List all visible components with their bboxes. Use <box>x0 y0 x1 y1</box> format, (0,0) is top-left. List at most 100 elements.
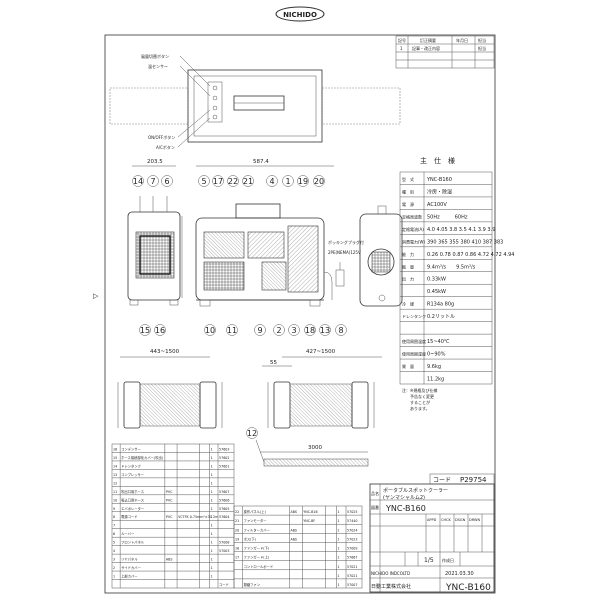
table-cell: 操作パネル(上) <box>244 509 266 514</box>
table-cell: フロントパネル <box>121 540 145 545</box>
table-cell: エバポレーター <box>121 506 144 511</box>
table-cell: 1 <box>337 565 339 569</box>
spec-key: 定格周波数 <box>402 213 422 219</box>
table-cell: YNC-BF <box>303 519 315 523</box>
balloon-16: 16 <box>154 324 166 336</box>
callout-onoff: ON/OFFボタン <box>148 134 175 140</box>
table-cell: コンプレッサー <box>121 472 144 477</box>
table-cell: 1 <box>211 541 213 545</box>
spec-value: YNC-B160 <box>426 177 452 183</box>
notes: 注：※規格及び仕様 予告なく変更 することが あります。 <box>402 387 437 411</box>
rev-h1: 記号 <box>398 37 406 43</box>
callout-sensor: 温センサー <box>148 63 168 69</box>
balloon-3: 3 <box>288 324 300 336</box>
table-cell: 57607 <box>219 490 230 494</box>
svg-text:1: 1 <box>285 177 290 186</box>
table-cell: 57605 <box>219 507 230 511</box>
table-cell: 57667 <box>347 556 358 560</box>
table-cell: 16 <box>113 447 117 451</box>
table-cell: 1 <box>337 510 339 514</box>
approve-2: CHCK <box>441 518 452 522</box>
table-cell: ファンガード(下) <box>244 546 270 551</box>
table-cell: 9 <box>113 507 115 511</box>
table-cell: 57007 <box>347 583 358 587</box>
dim-427: 427~1500 <box>306 349 336 355</box>
table-cell: 17 <box>235 556 239 560</box>
table-cell: PVC <box>166 515 173 519</box>
svg-text:18: 18 <box>305 326 315 335</box>
balloon-7: 7 <box>147 175 159 187</box>
rev-r1c1: 1 <box>400 46 403 51</box>
side-view-left <box>127 196 183 306</box>
table-cell: ファンモーター <box>244 518 267 523</box>
balloon-4: 4 <box>266 175 278 187</box>
table-cell: 57009 <box>347 547 358 551</box>
svg-text:10: 10 <box>205 326 215 335</box>
svg-text:9: 9 <box>257 326 262 335</box>
table-cell: 1 <box>211 464 213 468</box>
svg-text:21: 21 <box>243 177 253 186</box>
table-cell: 20 <box>235 528 239 532</box>
spec-key: 電 源 <box>402 201 414 207</box>
spec-key: 使用周囲温度 <box>402 338 426 344</box>
svg-text:19: 19 <box>298 177 308 186</box>
table-cell: 3 <box>113 558 115 562</box>
balloon-9: 9 <box>254 324 266 336</box>
logo-text: NICHIDO <box>283 11 317 19</box>
table-cell: 1 <box>211 507 213 511</box>
table-cell: 57604 <box>219 515 230 519</box>
svg-text:5: 5 <box>201 177 206 186</box>
company: 日動工業株式会社 <box>371 583 411 590</box>
spec-key: 型 式 <box>402 176 414 182</box>
balloon-2: 2 <box>273 324 285 336</box>
svg-text:4: 4 <box>269 177 274 186</box>
svg-text:することが: することが <box>402 399 430 405</box>
svg-text:あります。: あります。 <box>402 405 430 411</box>
table-cell: 1 <box>113 575 115 579</box>
balloon-19: 19 <box>297 175 309 187</box>
svg-text:14: 14 <box>133 177 143 186</box>
table-row: 9 エバポレーター 1 57605 <box>113 506 230 511</box>
spec-key: 消費電力(W) <box>402 238 426 244</box>
spec-value: 9.4m³/s 9.5m³/s <box>427 264 476 270</box>
table-cell: 1 <box>211 481 213 485</box>
spec-value: 11.2kg <box>427 377 444 383</box>
spec-key: 種 別 <box>402 188 414 194</box>
svg-text:注：※規格及び仕様: 注：※規格及び仕様 <box>402 387 437 393</box>
spec-value: 9.6kg <box>427 364 441 370</box>
svg-text:17: 17 <box>213 177 223 186</box>
dim-203: 203.5 <box>147 159 163 165</box>
svg-text:13: 13 <box>320 326 330 335</box>
spec-value: R134a 80g <box>427 302 454 308</box>
balloon-6: 6 <box>161 175 173 187</box>
table-cell: 15 <box>113 456 117 460</box>
table-cell: コード <box>219 583 229 587</box>
date: 2021.03.30 <box>445 571 474 577</box>
spec-value: 0~90% <box>427 352 446 358</box>
rev-r1c2: 記事・改正内容 <box>412 45 440 51</box>
table-cell: 1 <box>211 575 213 579</box>
code-label: コード <box>433 477 451 484</box>
model: YNC-B160 <box>385 504 426 513</box>
spec-key: 風 量 <box>402 263 414 269</box>
balloon-13: 13 <box>319 324 331 336</box>
dim-443: 443~1500 <box>150 349 180 355</box>
spec-value: 0.45kW <box>427 289 446 295</box>
revision-table: 記号 訂正摘要 年月日 担当 1 記事・改正内容 担当 <box>395 35 495 69</box>
svg-text:20: 20 <box>314 177 324 186</box>
table-cell: 1 <box>211 473 213 477</box>
table-cell: 13 <box>113 473 117 477</box>
table-cell: 57003 <box>219 549 230 553</box>
svg-text:7: 7 <box>150 177 155 186</box>
product-name: ポータブルスポットクーラー <box>383 487 448 494</box>
table-cell: 10 <box>113 498 117 502</box>
svg-text:11: 11 <box>227 326 237 335</box>
table-cell: VCTFK 0.75mm²×3C 2m <box>178 515 218 519</box>
